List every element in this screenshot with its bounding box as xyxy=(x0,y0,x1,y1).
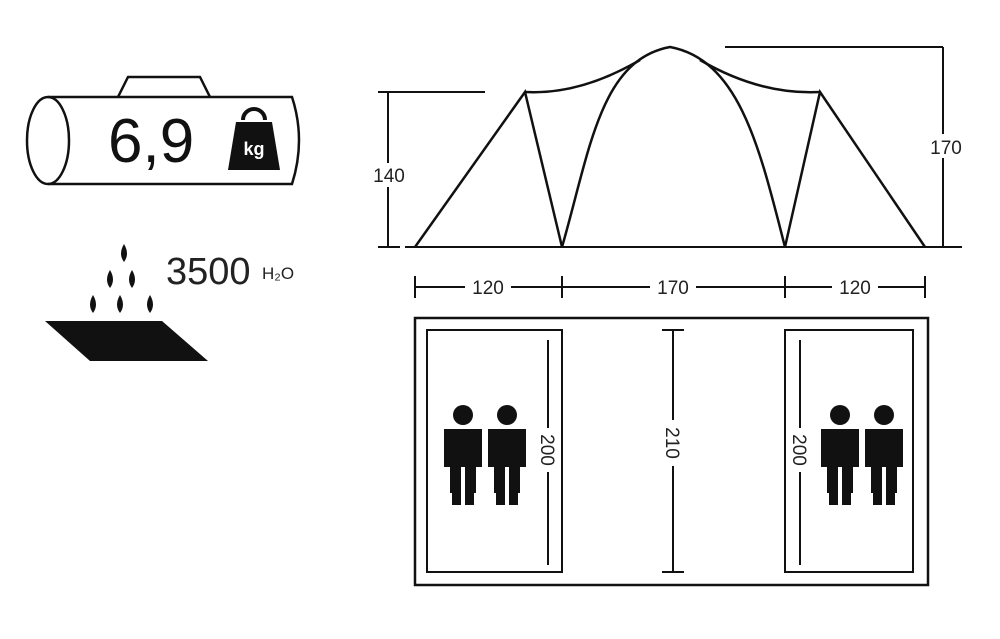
height-center-label: 170 xyxy=(930,138,962,159)
rain-drops-icon xyxy=(45,244,208,361)
waterproof-value: 3500 xyxy=(166,251,251,293)
person-icon xyxy=(488,405,526,505)
tent-floor-plan: 200 200 210 xyxy=(413,316,930,587)
person-icon xyxy=(865,405,903,505)
weight-value: 6,9 xyxy=(108,107,194,176)
ground-icon xyxy=(45,321,208,361)
room-left-length-label: 200 xyxy=(536,434,557,466)
height-side-label: 140 xyxy=(373,166,405,187)
width-left-label: 120 xyxy=(472,278,504,299)
tent-side-view xyxy=(405,45,935,248)
width-center-label: 170 xyxy=(657,278,689,299)
center-length-label: 210 xyxy=(661,427,682,459)
weight-unit: kg xyxy=(243,139,264,159)
packed-bag-icon xyxy=(25,75,301,186)
room-right-length-label: 200 xyxy=(788,434,809,466)
person-icon xyxy=(821,405,859,505)
weight-icon: kg xyxy=(228,107,280,170)
width-dimension: 120 170 120 xyxy=(414,276,926,299)
width-right-label: 120 xyxy=(839,278,871,299)
height-side-dimension: 140 xyxy=(368,91,485,248)
waterproof-unit: H₂O xyxy=(262,264,294,283)
height-center-dimension: 170 xyxy=(725,46,966,248)
person-icon xyxy=(444,405,482,505)
